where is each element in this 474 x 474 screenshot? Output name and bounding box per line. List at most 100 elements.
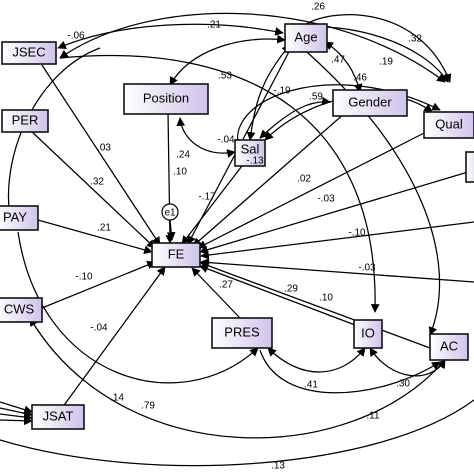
edge-error-fe bbox=[166, 219, 176, 241]
coef-label: -.03 bbox=[358, 263, 376, 274]
edge-bottom-arc bbox=[0, 399, 474, 467]
coef-label: -.06 bbox=[67, 31, 85, 42]
svg-text:IO: IO bbox=[361, 325, 375, 340]
coef-label: .11 bbox=[366, 411, 380, 422]
coef-label: .02 bbox=[297, 174, 311, 185]
coef-label: .46 bbox=[353, 73, 367, 84]
edge-jsat-left-3 bbox=[0, 412, 33, 422]
coef-label: .30 bbox=[396, 379, 410, 390]
coef-label: .03 bbox=[97, 143, 111, 154]
edge-right3-fe bbox=[200, 258, 474, 283]
coef-label: .24 bbox=[176, 150, 190, 161]
edge-jsat-left-4 bbox=[0, 416, 33, 426]
edge-pay-pres-arc bbox=[17, 231, 259, 384]
node-qual: Qual bbox=[423, 111, 474, 139]
coef-label: .32 bbox=[90, 177, 104, 188]
coef-label: .19 bbox=[379, 57, 393, 68]
node-jsat: JSAT bbox=[31, 404, 85, 430]
svg-text:Sal: Sal bbox=[241, 141, 260, 156]
svg-text:PER: PER bbox=[12, 112, 39, 127]
svg-text:FE: FE bbox=[168, 246, 185, 261]
edge-position-fe bbox=[165, 111, 175, 244]
coef-label: .41 bbox=[304, 380, 318, 391]
svg-text:Age: Age bbox=[294, 29, 317, 44]
coefficients: .26 .21 -.06 .32 .47 .19 .53 .46 -.19 .5… bbox=[67, 2, 422, 472]
svg-text:Gender: Gender bbox=[348, 94, 392, 109]
node-age: Age bbox=[284, 23, 328, 53]
coef-label: -.17 bbox=[198, 192, 216, 203]
node-right-partial bbox=[465, 151, 474, 183]
edge-right2-fe bbox=[200, 221, 474, 260]
svg-text:CWS: CWS bbox=[4, 301, 35, 316]
node-pres: PRES bbox=[211, 317, 273, 349]
svg-text:Qual: Qual bbox=[435, 116, 463, 131]
error-term: e1 bbox=[161, 203, 179, 221]
edge-jsat-left-1 bbox=[0, 401, 33, 414]
edge-age-io-arc bbox=[299, 45, 441, 336]
coef-label: .79 bbox=[141, 401, 155, 412]
edge-jsec-age bbox=[57, 23, 284, 49]
edge-sal-gender bbox=[259, 96, 331, 139]
node-gender: Gender bbox=[332, 89, 408, 117]
coef-label: -.13 bbox=[246, 156, 264, 167]
svg-text:JSAT: JSAT bbox=[43, 408, 74, 423]
edge-position-sal bbox=[176, 117, 236, 158]
edge-top-arc-2 bbox=[299, 14, 452, 83]
svg-text:PAY: PAY bbox=[3, 209, 27, 224]
edge-jsec-io-arc bbox=[59, 54, 380, 313]
coef-label: -.10 bbox=[348, 228, 366, 239]
edge-qual-fe bbox=[197, 129, 431, 249]
edge-cws-fe bbox=[41, 260, 156, 309]
coef-label: .10 bbox=[319, 293, 333, 304]
node-io: IO bbox=[353, 319, 383, 349]
edge-top-arc-1 bbox=[59, 12, 446, 83]
coef-label: -.04 bbox=[217, 135, 235, 146]
edge-gender-fe bbox=[192, 112, 346, 247]
coef-label: .27 bbox=[219, 280, 233, 291]
node-sal: Sal bbox=[234, 139, 266, 167]
node-jsec: JSEC bbox=[1, 41, 57, 65]
coef-label: .21 bbox=[97, 223, 111, 234]
coef-label: -.03 bbox=[317, 194, 335, 205]
coef-label: .29 bbox=[284, 284, 298, 295]
edge-sal-fe bbox=[181, 161, 246, 245]
edge-position-age bbox=[169, 34, 286, 86]
edge-cws-ac-arc bbox=[29, 317, 446, 439]
node-fe: FE bbox=[151, 242, 201, 268]
edge-pres-ac bbox=[259, 349, 441, 394]
coef-label: -.19 bbox=[273, 86, 291, 97]
edge-per-fe bbox=[29, 129, 156, 249]
node-cws: CWS bbox=[0, 297, 43, 323]
coef-label: .14 bbox=[110, 393, 124, 404]
coef-label: .10 bbox=[173, 167, 187, 178]
edge-jsec-fe bbox=[39, 61, 161, 246]
error-label: e1 bbox=[164, 208, 176, 219]
edge-jsat-left-2 bbox=[0, 407, 33, 418]
coef-label: .13 bbox=[271, 461, 285, 472]
coef-label: .47 bbox=[331, 55, 345, 66]
coef-label: .59 bbox=[309, 92, 323, 103]
node-position: Position bbox=[123, 83, 209, 115]
edge-io-fe bbox=[199, 264, 356, 326]
edge-jsat-fe bbox=[61, 266, 166, 409]
node-ac: AC bbox=[429, 333, 469, 361]
edge-age-sal bbox=[246, 44, 291, 141]
svg-text:PRES: PRES bbox=[224, 324, 260, 339]
edge-pay-fe bbox=[37, 219, 153, 255]
coef-label: .53 bbox=[218, 71, 232, 82]
edge-right1-fe bbox=[199, 171, 469, 254]
node-per: PER bbox=[1, 109, 49, 133]
edge-ac-fe bbox=[200, 261, 431, 349]
coef-label: .32 bbox=[408, 34, 422, 45]
svg-text:JSEC: JSEC bbox=[12, 44, 45, 59]
svg-text:AC: AC bbox=[440, 338, 458, 353]
node-pay: PAY bbox=[0, 205, 39, 231]
edges bbox=[0, 12, 474, 467]
coef-label: .26 bbox=[311, 2, 325, 13]
coef-label: .21 bbox=[207, 20, 221, 31]
svg-text:Position: Position bbox=[143, 90, 189, 105]
edge-pres-io bbox=[267, 347, 366, 373]
edge-pres-fe bbox=[191, 267, 241, 319]
coef-label: -.04 bbox=[90, 323, 108, 334]
